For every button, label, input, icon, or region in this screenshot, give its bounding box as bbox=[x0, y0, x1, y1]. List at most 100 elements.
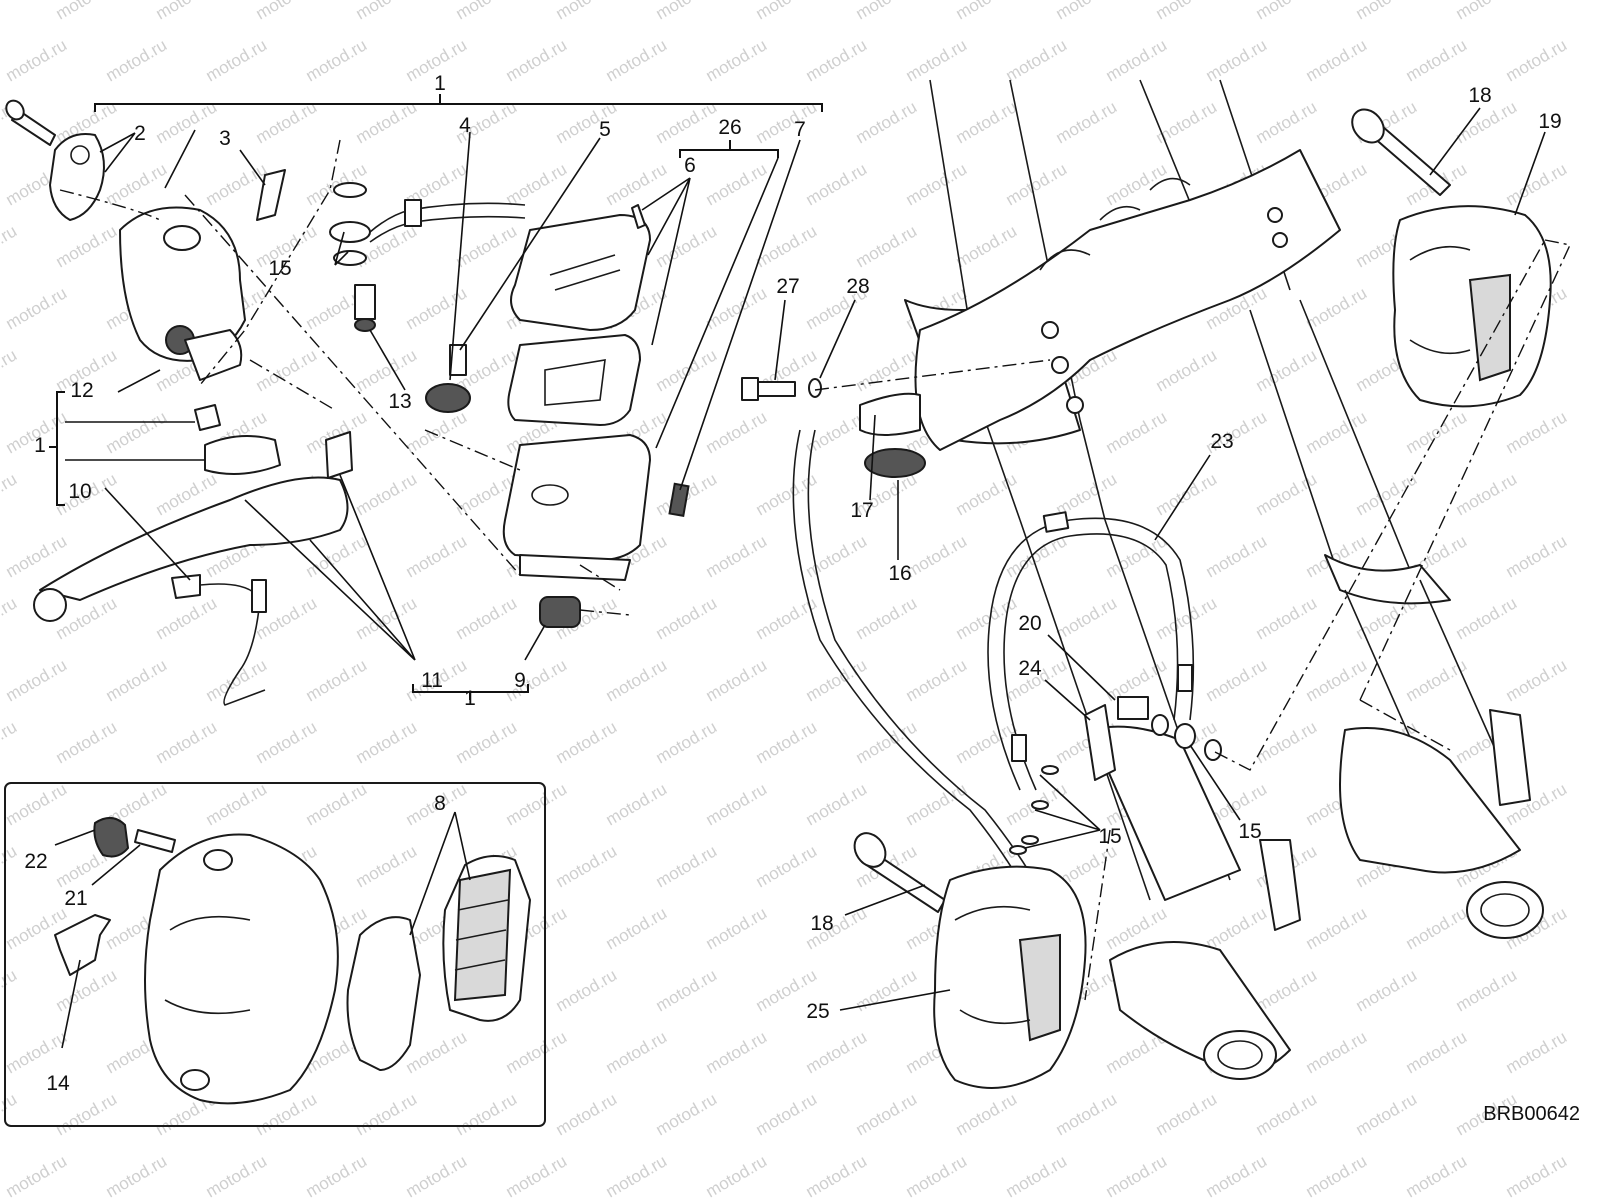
watermark-text: motod.ru bbox=[353, 469, 421, 519]
callout-label-12: 12 bbox=[70, 379, 93, 402]
watermark-text: motod.ru bbox=[1003, 35, 1071, 85]
watermark-text: motod.ru bbox=[1503, 531, 1571, 581]
watermark-text: motod.ru bbox=[803, 159, 871, 209]
watermark-text: motod.ru bbox=[903, 531, 971, 581]
watermark-text: motod.ru bbox=[1153, 345, 1221, 395]
watermark-text: motod.ru bbox=[703, 1151, 771, 1200]
watermark-text: motod.ru bbox=[453, 593, 521, 643]
watermark-text: motod.ru bbox=[1403, 407, 1471, 457]
watermark-text: motod.ru bbox=[1253, 97, 1321, 147]
callout-label-6: 6 bbox=[684, 154, 696, 177]
watermark-text: motod.ru bbox=[1253, 593, 1321, 643]
watermark-text: motod.ru bbox=[853, 593, 921, 643]
watermark-text: motod.ru bbox=[1203, 1151, 1271, 1200]
watermark-text: motod.ru bbox=[903, 655, 971, 705]
watermark-text: motod.ru bbox=[853, 345, 921, 395]
watermark-text: motod.ru bbox=[403, 407, 471, 457]
watermark-text: motod.ru bbox=[153, 717, 221, 767]
watermark-text: motod.ru bbox=[0, 965, 20, 1015]
watermark-text: motod.ru bbox=[653, 1089, 721, 1139]
watermark-text: motod.ru bbox=[403, 283, 471, 333]
watermark-text: motod.ru bbox=[953, 221, 1021, 271]
watermark-text: motod.ru bbox=[403, 531, 471, 581]
watermark-text: motod.ru bbox=[1303, 655, 1371, 705]
watermark-text: motod.ru bbox=[753, 469, 821, 519]
watermark-text: motod.ru bbox=[953, 97, 1021, 147]
watermark-text: motod.ru bbox=[1153, 97, 1221, 147]
watermark-text: motod.ru bbox=[1103, 407, 1171, 457]
watermark-text: motod.ru bbox=[1253, 469, 1321, 519]
callout-label-24: 24 bbox=[1018, 657, 1042, 680]
watermark-text: motod.ru bbox=[1403, 903, 1471, 953]
watermark-text: motod.ru bbox=[153, 0, 221, 23]
watermark-text: motod.ru bbox=[53, 0, 121, 23]
watermark-text: motod.ru bbox=[803, 531, 871, 581]
watermark-text: motod.ru bbox=[753, 593, 821, 643]
watermark-text: motod.ru bbox=[1203, 531, 1271, 581]
watermark-text: motod.ru bbox=[753, 841, 821, 891]
watermark-text: motod.ru bbox=[1103, 159, 1171, 209]
watermark-text: motod.ru bbox=[3, 283, 71, 333]
watermark-text: motod.ru bbox=[1003, 1151, 1071, 1200]
watermark-text: motod.ru bbox=[1153, 593, 1221, 643]
watermark-text: motod.ru bbox=[1403, 655, 1471, 705]
callout-label-11: 11 bbox=[421, 669, 443, 692]
watermark-text: motod.ru bbox=[1303, 1151, 1371, 1200]
watermark-text: motod.ru bbox=[1303, 903, 1371, 953]
watermark-text: motod.ru bbox=[1203, 655, 1271, 705]
watermark-text: motod.ru bbox=[0, 717, 20, 767]
watermark-text: motod.ru bbox=[1503, 655, 1571, 705]
watermark-text: motod.ru bbox=[753, 221, 821, 271]
watermark-text: motod.ru bbox=[403, 1151, 471, 1200]
watermark-text: motod.ru bbox=[653, 0, 721, 23]
watermark-text: motod.ru bbox=[103, 655, 171, 705]
watermark-text: motod.ru bbox=[153, 593, 221, 643]
watermark-text: motod.ru bbox=[453, 1089, 521, 1139]
watermark-text: motod.ru bbox=[703, 407, 771, 457]
watermark-text: motod.ru bbox=[203, 1151, 271, 1200]
watermark-text: motod.ru bbox=[703, 531, 771, 581]
callout-label-13: 13 bbox=[388, 390, 411, 413]
callout-label-8: 8 bbox=[434, 792, 446, 815]
watermark-text: motod.ru bbox=[1103, 1151, 1171, 1200]
callout-label-2: 2 bbox=[134, 122, 146, 145]
watermark-text: motod.ru bbox=[0, 469, 20, 519]
watermark-text: motod.ru bbox=[253, 717, 321, 767]
watermark-text: motod.ru bbox=[503, 779, 571, 829]
watermark-text: motod.ru bbox=[1303, 1027, 1371, 1077]
watermark-text: motod.ru bbox=[653, 841, 721, 891]
watermark-text: motod.ru bbox=[1303, 407, 1371, 457]
callout-label-5: 5 bbox=[599, 118, 611, 141]
watermark-text: motod.ru bbox=[1253, 717, 1321, 767]
watermark-text: motod.ru bbox=[603, 779, 671, 829]
watermark-text: motod.ru bbox=[753, 1089, 821, 1139]
callout-label-14: 14 bbox=[46, 1072, 70, 1095]
watermark-text: motod.ru bbox=[753, 0, 821, 23]
watermark-text: motod.ru bbox=[1203, 903, 1271, 953]
watermark-text: motod.ru bbox=[3, 1151, 71, 1200]
callout-label-25: 25 bbox=[806, 1000, 829, 1023]
watermark-text: motod.ru bbox=[953, 469, 1021, 519]
watermark-text: motod.ru bbox=[3, 35, 71, 85]
watermark-text: motod.ru bbox=[1053, 1089, 1121, 1139]
watermark-text: motod.ru bbox=[0, 841, 20, 891]
watermark-text: motod.ru bbox=[1053, 593, 1121, 643]
watermark-text: motod.ru bbox=[53, 717, 121, 767]
watermark-text: motod.ru bbox=[3, 779, 71, 829]
watermark-text: motod.ru bbox=[303, 35, 371, 85]
watermark-text: motod.ru bbox=[903, 35, 971, 85]
watermark-text: motod.ru bbox=[453, 0, 521, 23]
watermark-text: motod.ru bbox=[303, 655, 371, 705]
callout-label-15: 15 bbox=[268, 257, 291, 280]
watermark-text: motod.ru bbox=[603, 159, 671, 209]
master-cylinder-drawing bbox=[5, 99, 690, 706]
fork-assembly-drawing bbox=[741, 79, 1572, 1089]
watermark-text: motod.ru bbox=[503, 35, 571, 85]
watermark-text: motod.ru bbox=[703, 1027, 771, 1077]
watermark-text: motod.ru bbox=[103, 35, 171, 85]
watermark-text: motod.ru bbox=[553, 717, 621, 767]
watermark-text: motod.ru bbox=[1503, 35, 1571, 85]
watermark-text: motod.ru bbox=[353, 0, 421, 23]
